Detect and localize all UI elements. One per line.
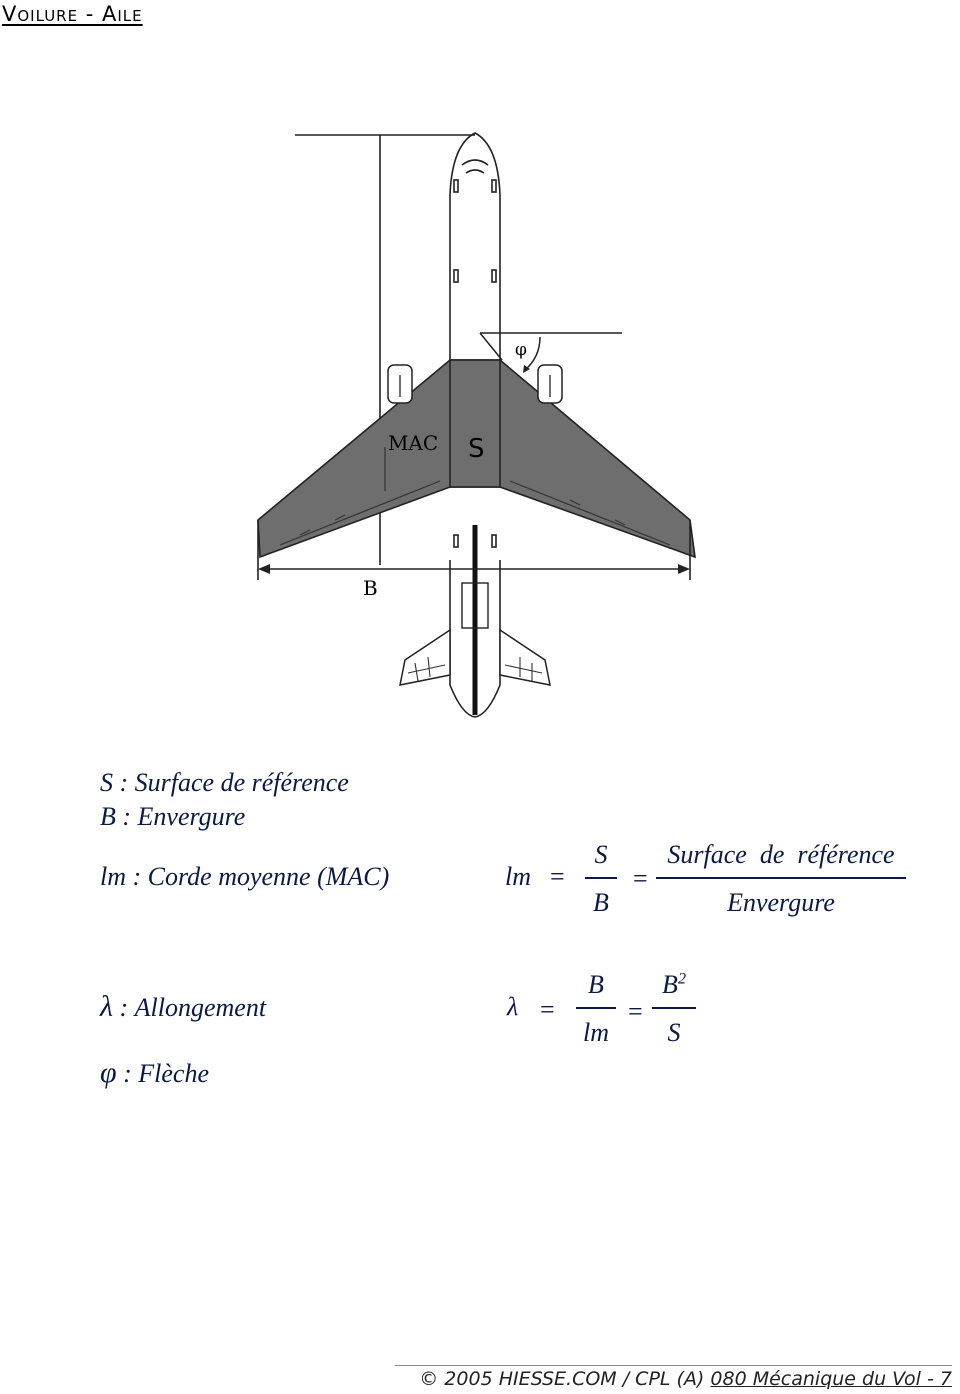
formula-lambda-exp2: 2: [677, 970, 686, 988]
page-header: Voilure - Aile: [2, 2, 143, 26]
formula-lm-lhs: lm: [505, 862, 531, 891]
formula-lm-equals-1: =: [550, 862, 565, 891]
formula-lambda-num2-wrap: B2: [652, 970, 696, 1000]
footer-divider: [395, 1365, 952, 1366]
footer-subject: 080 Mécanique du Vol - 7: [710, 1368, 952, 1390]
formula-lambda-equals-1: =: [540, 995, 555, 1024]
span-label: B: [363, 576, 378, 600]
surface-label: S: [468, 434, 485, 464]
formula-lambda-lhs: λ: [507, 992, 519, 1021]
aspect-ratio-definition: λ : Allongement: [100, 990, 266, 1024]
formula-lambda-den1: lm: [583, 1018, 609, 1047]
aircraft-planform-diagram: φ MAC S B: [257, 132, 696, 718]
formula-lm-equals-2: =: [633, 864, 648, 893]
formula-lm-num1: S: [594, 840, 608, 869]
mean-chord-definition: lm : Corde moyenne (MAC): [100, 862, 390, 891]
formula-lambda-den2: S: [667, 1018, 681, 1047]
formula-lm-fraction-2: Surface de référence Envergure: [656, 840, 906, 920]
sweep-angle-label: φ: [515, 340, 527, 360]
sweep-label: : Flèche: [116, 1059, 209, 1088]
phi-symbol: φ: [100, 1056, 117, 1089]
formula-lm-fraction-1: S B: [585, 840, 617, 920]
footer-copyright: © 2005 HIESSE.COM / CPL (A): [419, 1368, 705, 1390]
formula-lambda-num2: B: [662, 970, 678, 999]
formula-lm-den1: B: [593, 888, 609, 917]
formula-lambda-fraction-2: B2 S: [652, 970, 696, 1050]
aspect-ratio-label: : Allongement: [113, 993, 267, 1022]
sweep-definition: φ : Flèche: [100, 1056, 209, 1090]
formula-lambda-fraction-1: B lm: [576, 970, 616, 1050]
surface-definition: S : Surface de référence: [100, 768, 349, 797]
formula-lambda-equals-2: =: [628, 997, 643, 1026]
formula-lambda-num1: B: [588, 970, 604, 999]
formula-lm-den2: Envergure: [727, 888, 835, 917]
span-definition: B : Envergure: [100, 802, 246, 831]
mac-label: MAC: [388, 431, 438, 455]
page-footer: © 2005 HIESSE.COM / CPL (A) 080 Mécaniqu…: [419, 1368, 952, 1390]
formula-lm-num2: Surface de référence: [667, 840, 895, 869]
lambda-symbol: λ: [100, 990, 113, 1023]
